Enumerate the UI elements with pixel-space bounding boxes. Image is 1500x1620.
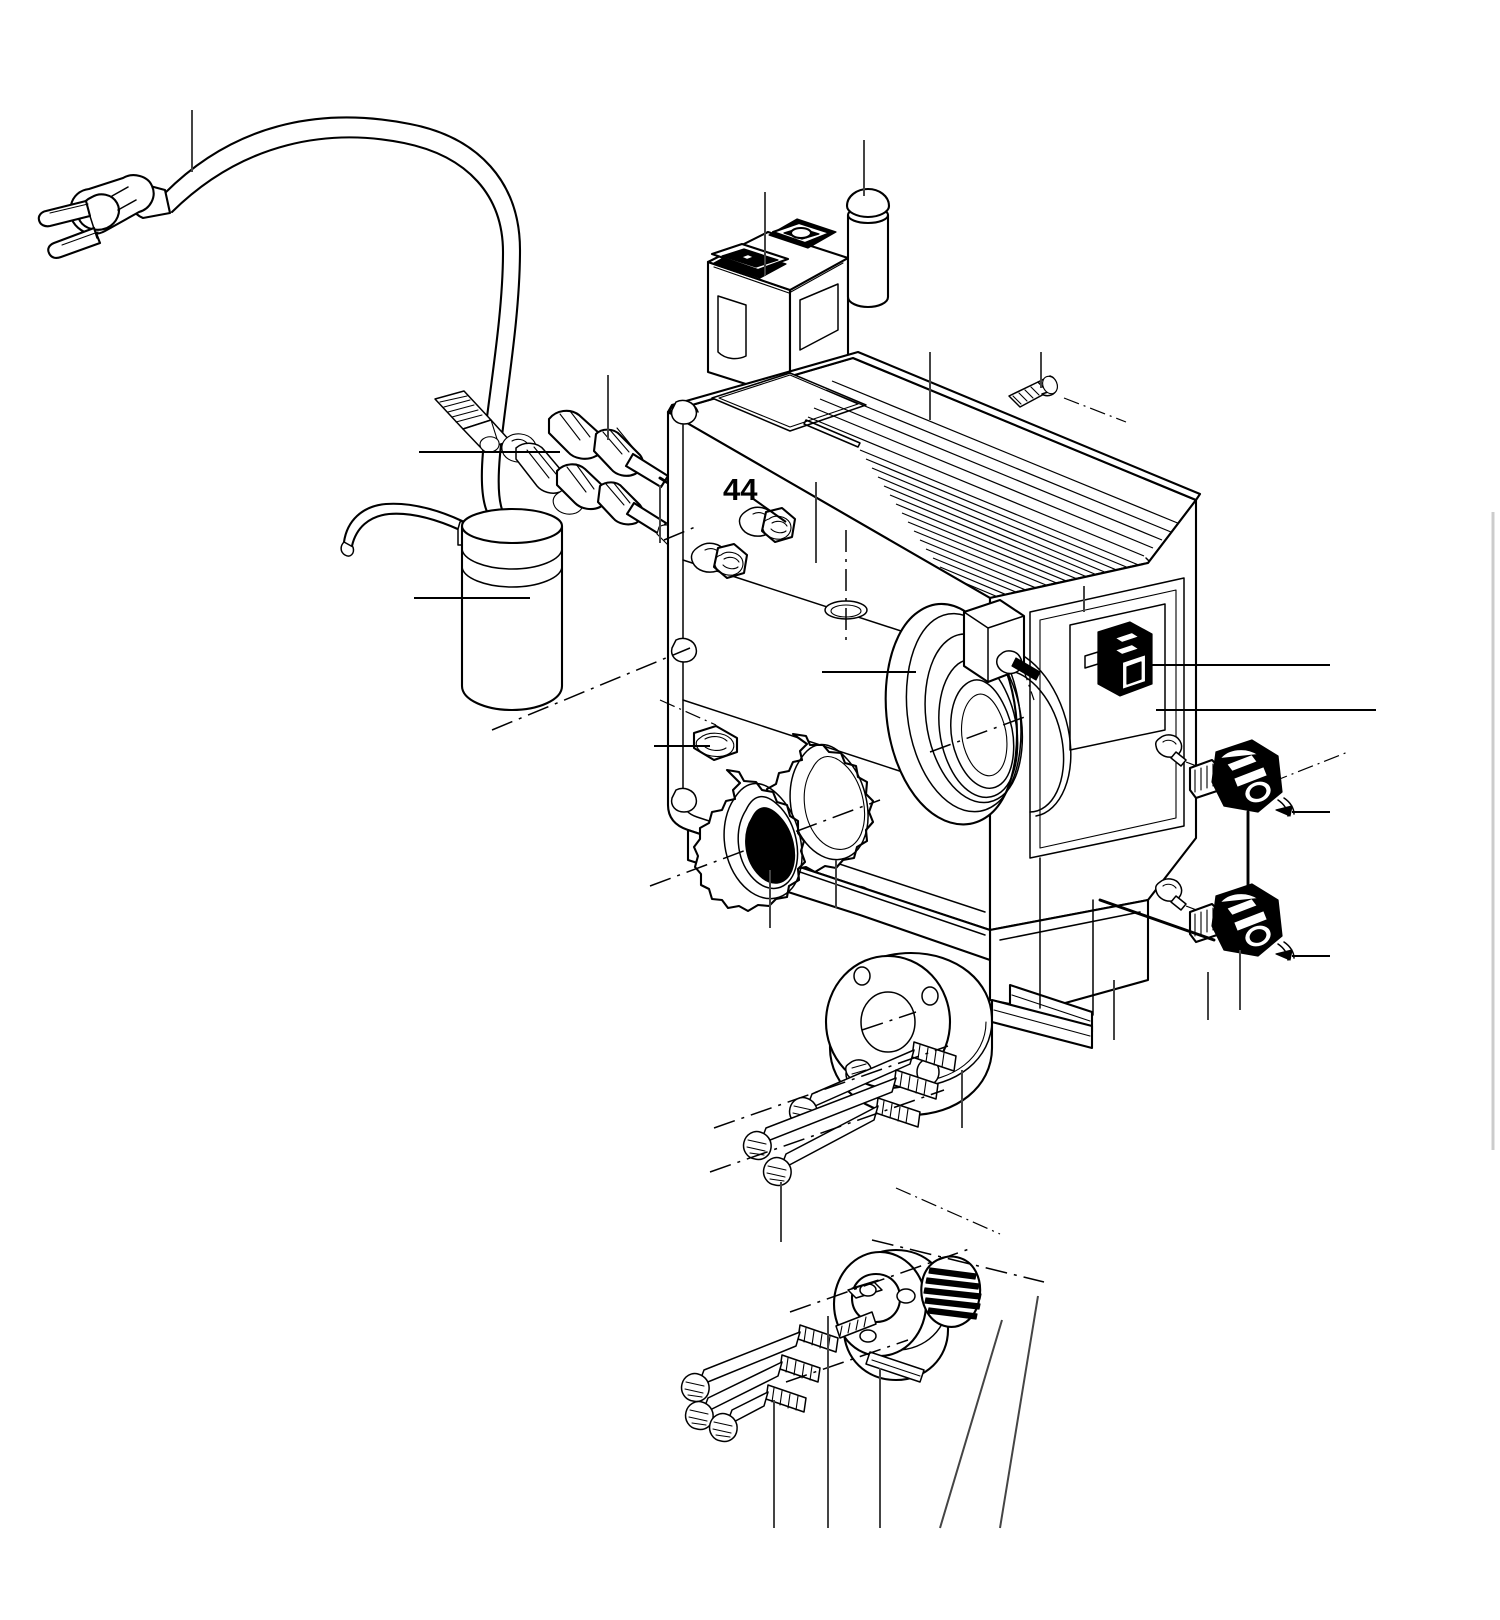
hex-nut-lower — [712, 542, 749, 580]
power-cord-assembly — [37, 110, 522, 542]
cap-screw-f — [708, 1384, 807, 1443]
centerline-flange-to-spindle — [895, 1187, 1001, 1235]
plug-seam-a — [111, 186, 129, 197]
cable-gland-group — [419, 375, 691, 553]
centerline-spindle-top — [871, 1239, 1045, 1283]
sleeve-middle — [515, 442, 585, 515]
housing-side-panel-recess — [1039, 589, 1177, 849]
cap-screw-c — [762, 1097, 921, 1187]
socket-lower-lead — [1098, 898, 1216, 942]
housing-side-panel-inner — [1029, 577, 1185, 859]
terminal-box — [962, 586, 1085, 701]
centerline-socket-upper — [1271, 751, 1349, 783]
centerline-terminal-box — [1021, 664, 1035, 701]
cable-gland-upper — [547, 375, 688, 496]
spindle-assembly — [680, 1239, 1045, 1529]
cap-screw-e — [684, 1354, 821, 1431]
terminal-box-pin — [1011, 657, 1041, 681]
spindle-hub — [847, 1272, 916, 1343]
centerline-spindle-upper — [789, 1247, 973, 1313]
vent-grille — [807, 380, 1181, 614]
hex-nut-pair — [690, 497, 797, 580]
push-button-dot — [789, 226, 813, 240]
retaining-clip-lower — [1155, 878, 1187, 911]
capacitor-rib-2 — [461, 565, 563, 588]
centerline-bearing — [929, 714, 1031, 753]
pin-post — [845, 140, 891, 309]
plug-seam-b — [117, 199, 137, 211]
bearing-inner-bore-2 — [960, 693, 1008, 777]
centerline-cap-screws-upper — [713, 1045, 949, 1129]
flange-shaft-stub — [990, 998, 1094, 1050]
hex-nut-upper — [760, 506, 797, 544]
switch-mount-pad-inner — [718, 374, 859, 428]
flange-hole-b — [921, 986, 939, 1006]
bearing-flange-assembly — [709, 951, 1094, 1242]
flange-hole-a — [853, 966, 871, 986]
housing-top-rim — [666, 350, 1202, 502]
centerline-gland-explode — [663, 524, 701, 541]
centerline-capacitor-explode — [491, 647, 691, 731]
housing-boss-tl — [670, 399, 698, 425]
gasket-ring-group — [649, 732, 881, 928]
bearing-flange-bore — [860, 991, 916, 1053]
power-cord-inner — [170, 136, 510, 542]
leader-callout-44 — [751, 497, 787, 523]
seal-ring-front — [692, 768, 807, 913]
machine-screw-top — [1008, 352, 1127, 423]
centerline-gasket — [649, 799, 881, 887]
knurled-collar-teeth — [923, 1267, 982, 1320]
drive-pin — [865, 1351, 925, 1383]
switch-window-right — [799, 283, 839, 351]
centerline-hex-nut-single — [659, 699, 717, 726]
capacitor-rib-1 — [461, 547, 563, 570]
capacitor-top — [460, 507, 564, 545]
terminal-block — [1084, 621, 1330, 697]
leader-knurled-collar — [999, 1295, 1039, 1529]
vent-grille-left-edge — [803, 419, 861, 448]
plug-pin-upper — [37, 199, 92, 228]
terminal-block-tab — [1084, 651, 1099, 669]
centerline-cap-screws-lower — [709, 1089, 945, 1173]
capacitor-body — [460, 524, 564, 712]
capacitor-lead-outer — [342, 502, 464, 544]
socket-lower — [1098, 810, 1330, 1010]
bearing-inner-bore — [950, 679, 1015, 789]
plug-pin-bridge — [88, 212, 98, 239]
centerline-flange-bore — [861, 1011, 917, 1031]
capacitor-lead-tip — [340, 541, 355, 557]
power-cord-outer — [163, 116, 522, 534]
housing-boss-bl — [670, 787, 698, 813]
capacitor-assembly — [340, 502, 564, 712]
hex-nut-single — [654, 699, 739, 762]
housing-lower-right-edge — [999, 911, 1141, 941]
rocker-switch-marker — [738, 252, 757, 262]
housing-lower-right-face — [988, 898, 1150, 1012]
centerline-spindle-lower — [785, 1339, 909, 1383]
switch-window-left — [717, 295, 747, 360]
plug-pin-lower — [47, 226, 102, 259]
centerline-machine-screw-top — [1063, 397, 1127, 423]
leader-spindle-body — [939, 1319, 1003, 1529]
socket-upper — [1155, 709, 1376, 817]
retaining-clip-upper — [1155, 734, 1187, 767]
callout-number-44: 44 — [723, 472, 758, 507]
capacitor-lead-inner — [350, 512, 462, 548]
cable-gland-lower — [555, 463, 691, 553]
switch-plate-edge — [713, 262, 844, 294]
